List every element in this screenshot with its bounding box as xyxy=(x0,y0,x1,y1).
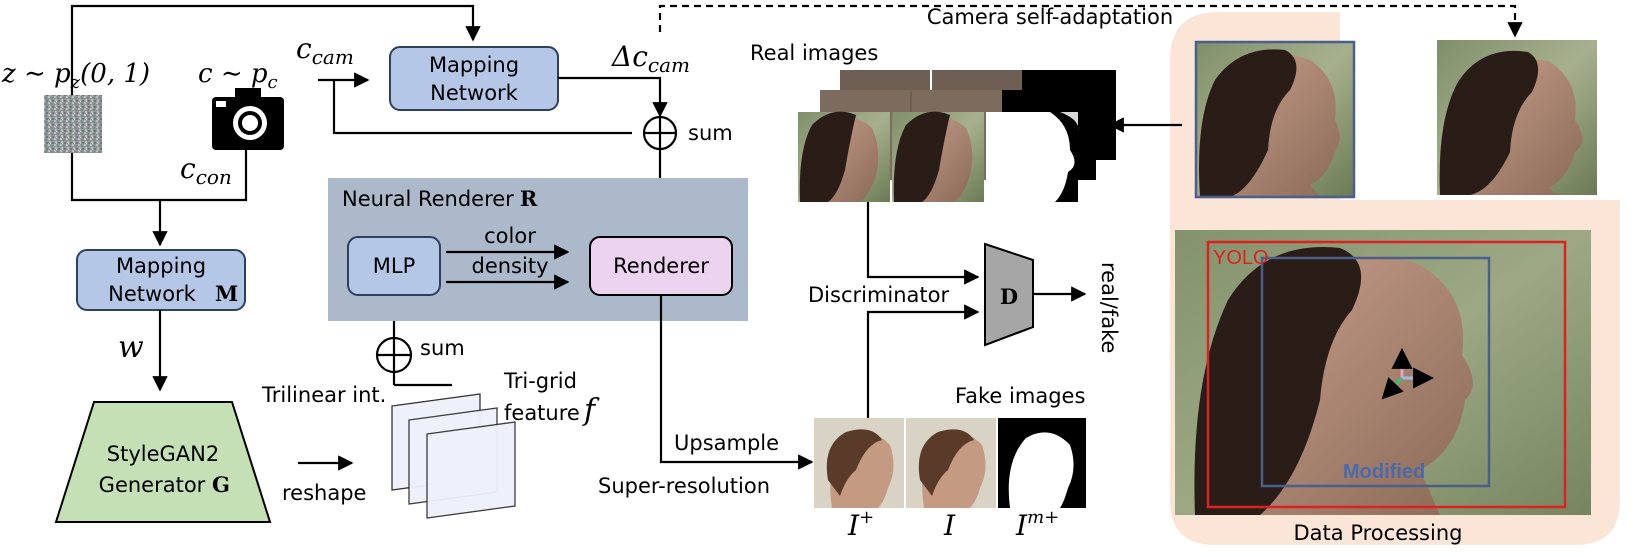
svg-text:MLP: MLP xyxy=(373,254,415,278)
yolo-box xyxy=(1206,240,1567,509)
sum-node-top xyxy=(642,115,678,151)
z-prior-label: z ∼ pz(0, 1) xyxy=(1,59,150,93)
fake-images-label: Fake images xyxy=(955,384,1085,408)
real-photo-cropped xyxy=(1437,40,1597,195)
real-fake-label: real/fake xyxy=(1097,262,1121,353)
trigrid-label-line2: feature xyxy=(504,401,580,425)
svg-text:z ∼ pz(0, 1): z ∼ pz(0, 1) xyxy=(1,59,150,93)
real-images-label: Real images xyxy=(750,41,878,65)
svg-text:D: D xyxy=(1000,284,1018,309)
svg-text:Mapping: Mapping xyxy=(116,254,206,278)
w-label: w xyxy=(118,330,144,365)
density-label: density xyxy=(472,254,549,278)
svg-text:Renderer: Renderer xyxy=(613,254,709,278)
camera-icon xyxy=(212,88,284,150)
trilinear-label: Trilinear int. xyxy=(261,383,386,407)
svg-text:c ∼ pc: c ∼ pc xyxy=(198,59,278,93)
mapping-network-top: Mapping Network xyxy=(389,46,559,111)
renderer-box: Renderer xyxy=(589,236,733,296)
tri-grid-planes xyxy=(391,393,516,519)
sum-label-bottom: sum xyxy=(420,336,465,360)
i-plus-label: I+ xyxy=(847,507,874,542)
real-images-stack xyxy=(798,70,1116,202)
svg-text:ccon: ccon xyxy=(180,152,232,189)
delta-c-cam-label: Δccam xyxy=(611,40,690,77)
mlp-box: MLP xyxy=(347,236,441,296)
trigrid-symbol: f xyxy=(582,393,600,428)
modified-box xyxy=(1260,256,1491,488)
svg-text:ccam: ccam xyxy=(296,32,354,69)
yolo-label: YOLO xyxy=(1213,247,1269,269)
data-processing-photo: YOLO Modified xyxy=(1175,230,1591,515)
upsample-label: Upsample xyxy=(674,431,779,455)
modified-label: Modified xyxy=(1343,461,1425,483)
svg-text:G: G xyxy=(212,472,230,497)
c-con-label: ccon xyxy=(180,152,232,189)
sum-node-bottom xyxy=(375,336,413,374)
mapping-network-m: Mapping Network M xyxy=(76,249,246,311)
data-processing-label: Data Processing xyxy=(1294,521,1463,545)
trigrid-label-line1: Tri-grid xyxy=(503,369,577,393)
svg-text:Im+: Im+ xyxy=(1015,507,1059,542)
sum-label-top: sum xyxy=(688,121,733,145)
i-mask-label: Im+ xyxy=(1015,507,1059,542)
svg-text:I+: I+ xyxy=(847,507,874,542)
discriminator-label: Discriminator xyxy=(808,283,950,307)
real-photo-original xyxy=(1194,40,1356,199)
c-cam-label: ccam xyxy=(296,32,354,69)
color-label: color xyxy=(484,224,536,248)
super-resolution-label: Super-resolution xyxy=(598,474,770,498)
camera-self-adaptation-label: Camera self-adaptation xyxy=(927,5,1173,29)
svg-text:Generator: Generator xyxy=(99,473,206,497)
i-label: I xyxy=(943,509,956,542)
svg-text:StyleGAN2: StyleGAN2 xyxy=(107,442,219,466)
reshape-label: reshape xyxy=(282,481,366,505)
svg-text:Network: Network xyxy=(108,282,197,306)
noise-patch xyxy=(44,95,102,153)
c-prior-label: c ∼ pc xyxy=(198,59,278,93)
fake-images-strip xyxy=(814,418,1086,508)
stylegan-generator: StyleGAN2 Generator G xyxy=(54,401,272,523)
svg-text:Network: Network xyxy=(430,81,519,105)
svg-text:Δccam: Δccam xyxy=(611,40,690,77)
svg-text:M: M xyxy=(215,281,238,306)
discriminator-block: D xyxy=(984,242,1034,347)
svg-text:Mapping: Mapping xyxy=(429,53,519,77)
